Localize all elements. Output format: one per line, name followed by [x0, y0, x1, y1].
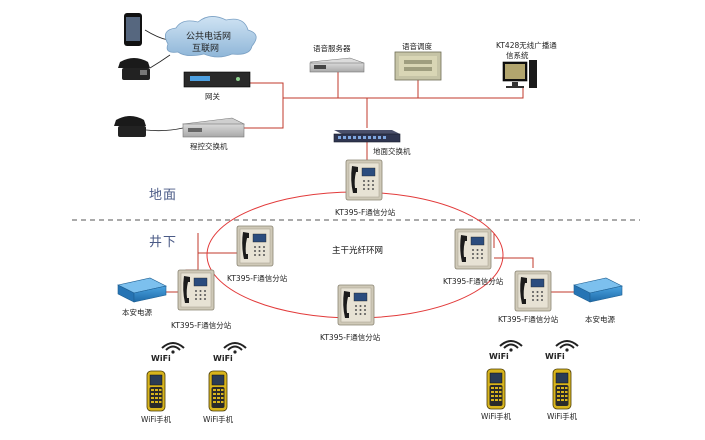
- voice-server-icon: [309, 57, 365, 73]
- zone-underground-label: 井下: [149, 235, 178, 250]
- station-right-inner-icon: [454, 228, 492, 270]
- wifi-phone-label: WiFi手机: [141, 415, 172, 424]
- wifi-icon: [499, 340, 523, 353]
- wifi-phone-label: WiFi手机: [481, 412, 512, 421]
- station-bottom-icon: [337, 284, 375, 326]
- zone-surface-label: 地面: [149, 188, 178, 203]
- wifi-badge-label: WiFi: [151, 354, 171, 363]
- mobile-phone-icon: [124, 13, 142, 46]
- pbx-device-icon: [182, 117, 245, 138]
- cable-lines: [166, 72, 574, 293]
- voice-server-label: 语音服务器: [313, 44, 351, 53]
- gateway-label: 网关: [205, 92, 220, 101]
- broadcast-label-line2: 信系统: [506, 51, 529, 60]
- public-network-cloud: [164, 16, 257, 58]
- ground-switch-label: 地面交换机: [373, 147, 411, 156]
- station-right-inner-label: KT395-F通信分站: [443, 277, 504, 286]
- wifi-handset-icon: [552, 368, 572, 410]
- wifi-handset-icon: [208, 370, 228, 412]
- gateway-device-icon: [183, 71, 251, 88]
- wifi-badge-label: WiFi: [213, 354, 233, 363]
- station-right-outer-icon: [514, 270, 552, 312]
- broadcast-computer-icon: [502, 60, 537, 88]
- station-left-outer-icon: [177, 269, 215, 311]
- wifi-handset-icon: [146, 370, 166, 412]
- station-left-inner-icon: [236, 225, 274, 267]
- station-top-label: KT395-F通信分站: [335, 208, 396, 217]
- pbx-label: 程控交换机: [190, 142, 228, 151]
- station-top-icon: [345, 159, 383, 201]
- power-supply-right-icon: [573, 277, 623, 303]
- wifi-phone-label: WiFi手机: [547, 412, 578, 421]
- station-left-inner-label: KT395-F通信分站: [227, 274, 288, 283]
- wifi-handset-icon: [486, 368, 506, 410]
- desk-phone-pbx-icon: [114, 116, 146, 137]
- fiber-ring-label: 主干光纤环网: [332, 246, 384, 256]
- station-left-outer-label: KT395-F通信分站: [171, 321, 232, 330]
- station-right-outer-label: KT395-F通信分站: [498, 315, 559, 324]
- voice-dispatch-console-icon: [394, 51, 442, 81]
- wifi-badge-label: WiFi: [545, 352, 565, 361]
- station-bottom-label: KT395-F通信分站: [320, 333, 381, 342]
- broadcast-label-line1: KT428无线广播通: [496, 41, 557, 50]
- wifi-icon: [161, 342, 185, 355]
- wifi-badge-label: WiFi: [489, 352, 509, 361]
- power-left-label: 本安电源: [122, 308, 152, 317]
- power-right-label: 本安电源: [585, 315, 615, 324]
- cloud-label-line2: 互联网: [192, 44, 220, 54]
- wifi-icon: [555, 340, 579, 353]
- cloud-label-line1: 公共电话网: [186, 32, 232, 42]
- ground-switch-icon: [333, 130, 401, 143]
- desk-phone-icon: [118, 58, 150, 80]
- power-supply-left-icon: [117, 277, 167, 303]
- wifi-icon: [223, 342, 247, 355]
- wifi-phone-label: WiFi手机: [203, 415, 234, 424]
- voice-dispatch-label: 语音调度: [402, 42, 432, 51]
